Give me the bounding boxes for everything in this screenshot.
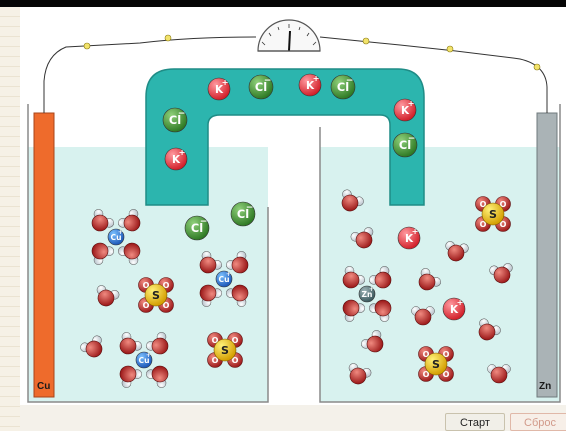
left-margin-strip	[0, 7, 20, 431]
copper-ion: Cu+	[108, 229, 124, 245]
chloride-ion: Cl−	[163, 108, 187, 132]
zinc-electrode	[537, 113, 557, 397]
copper-electrode	[34, 113, 54, 397]
svg-text:−: −	[246, 203, 254, 213]
svg-text:+: +	[179, 147, 186, 157]
svg-text:+: +	[118, 229, 123, 236]
svg-text:−: −	[346, 76, 354, 86]
svg-text:S: S	[432, 358, 440, 371]
svg-text:+: +	[412, 226, 419, 236]
chloride-ion: Cl−	[231, 202, 255, 226]
top-border	[0, 0, 566, 7]
start-button[interactable]: Старт	[445, 413, 505, 431]
svg-text:S: S	[221, 344, 229, 357]
svg-text:−: −	[178, 109, 186, 119]
svg-text:−: −	[408, 134, 416, 144]
copper-electrode-label: Cu	[37, 381, 50, 392]
zinc-ion: Zn+	[359, 286, 375, 302]
svg-text:S: S	[489, 208, 497, 221]
zinc-electrode-label: Zn	[539, 381, 551, 392]
reset-button: Сброс	[510, 413, 566, 431]
svg-text:+: +	[369, 286, 374, 293]
voltmeter-icon	[258, 20, 320, 51]
svg-text:+: +	[146, 352, 151, 359]
chloride-ion: Cl−	[249, 75, 273, 99]
chloride-ion: Cl−	[393, 133, 417, 157]
svg-text:+: +	[313, 73, 320, 83]
chloride-ion: Cl−	[331, 75, 355, 99]
svg-text:−: −	[264, 76, 272, 86]
svg-text:+: +	[226, 271, 231, 278]
chloride-ion: Cl−	[185, 216, 209, 240]
svg-text:+: +	[222, 77, 229, 87]
copper-ion: Cu+	[136, 352, 152, 368]
svg-text:+: +	[408, 98, 415, 108]
copper-ion: Cu+	[216, 271, 232, 287]
svg-text:S: S	[152, 289, 160, 302]
svg-text:−: −	[200, 217, 208, 227]
svg-text:+: +	[457, 297, 464, 307]
